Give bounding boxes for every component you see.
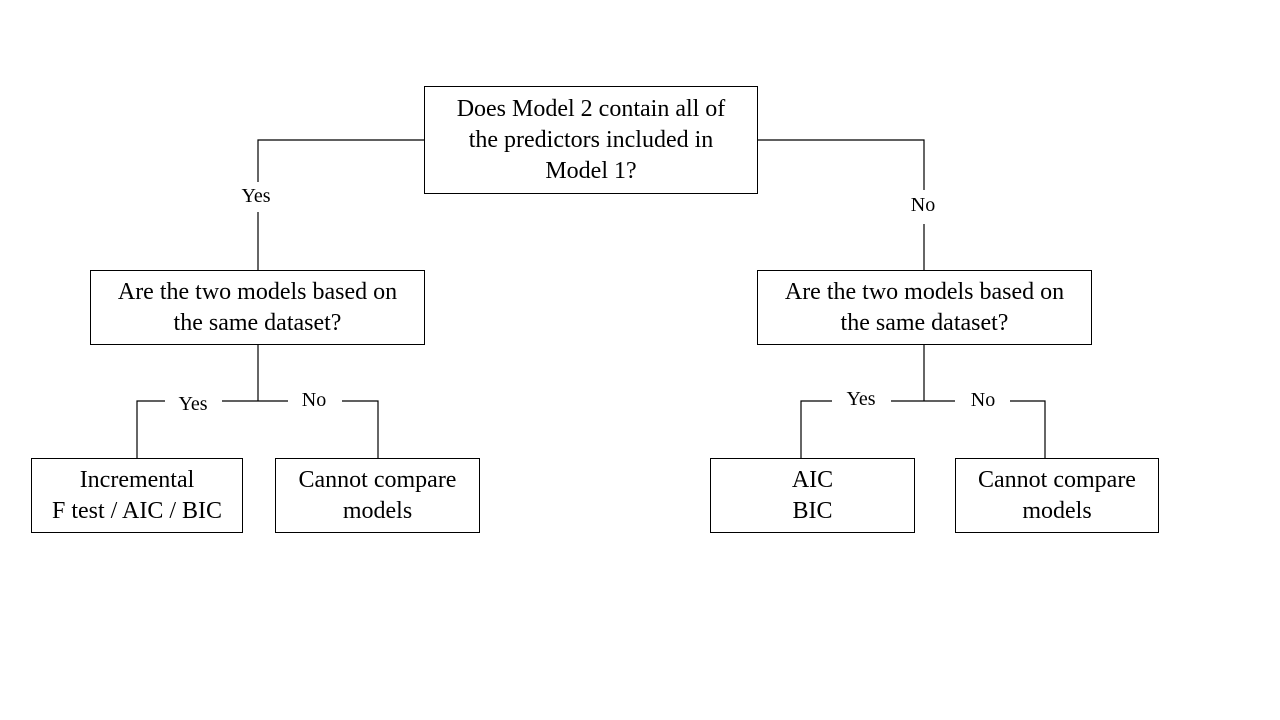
edge-label-left-yes: Yes bbox=[178, 393, 208, 415]
connector-right-yes-branch bbox=[800, 400, 832, 458]
connector-root-no bbox=[758, 139, 925, 190]
result-text: Incremental F test / AIC / BIC bbox=[52, 465, 222, 527]
text-line: Are the two models based on bbox=[784, 278, 1065, 305]
question-text: Does Model 2 contain all of the predicto… bbox=[457, 94, 726, 187]
result-node-incremental-f-test: Incremental F test / AIC / BIC bbox=[31, 458, 243, 533]
text-line: the same dataset? bbox=[173, 309, 342, 336]
connector-right-no-branch bbox=[1010, 400, 1046, 458]
text-line: Model 1? bbox=[545, 157, 637, 184]
question-node-same-dataset-left: Are the two models based on the same dat… bbox=[90, 270, 425, 345]
result-node-cannot-compare-right: Cannot compare models bbox=[955, 458, 1159, 533]
text-line: models bbox=[1022, 497, 1092, 524]
text-line: the predictors included in bbox=[468, 126, 714, 153]
question-text: Are the two models based on the same dat… bbox=[118, 277, 397, 339]
text-line: BIC bbox=[792, 497, 833, 524]
text-line: F test / AIC / BIC bbox=[51, 497, 223, 524]
edge-label-right-no: No bbox=[970, 389, 996, 411]
edge-label-left-no: No bbox=[301, 389, 327, 411]
question-text: Are the two models based on the same dat… bbox=[785, 277, 1064, 339]
text-line: the same dataset? bbox=[840, 309, 1009, 336]
result-text: AIC BIC bbox=[792, 465, 833, 527]
text-line: Incremental bbox=[79, 466, 195, 493]
text-line: Does Model 2 contain all of bbox=[456, 95, 726, 122]
text-line: Cannot compare bbox=[298, 466, 457, 493]
text-line: Cannot compare bbox=[978, 466, 1136, 493]
result-node-cannot-compare-left: Cannot compare models bbox=[275, 458, 480, 533]
edge-label-root-yes: Yes bbox=[241, 185, 271, 207]
text-line: AIC bbox=[791, 466, 834, 493]
connector-left-yes-branch bbox=[136, 400, 165, 458]
question-node-model2-predictors: Does Model 2 contain all of the predicto… bbox=[424, 86, 758, 194]
result-text: Cannot compare models bbox=[299, 465, 457, 527]
text-line: Are the two models based on bbox=[117, 278, 398, 305]
result-node-aic-bic: AIC BIC bbox=[710, 458, 915, 533]
result-text: Cannot compare models bbox=[978, 465, 1136, 527]
edge-label-right-yes: Yes bbox=[846, 388, 876, 410]
connector-root-yes bbox=[257, 139, 424, 182]
text-line: models bbox=[342, 497, 413, 524]
edge-label-root-no: No bbox=[910, 194, 936, 216]
question-node-same-dataset-right: Are the two models based on the same dat… bbox=[757, 270, 1092, 345]
connector-left-no-branch bbox=[342, 400, 379, 458]
